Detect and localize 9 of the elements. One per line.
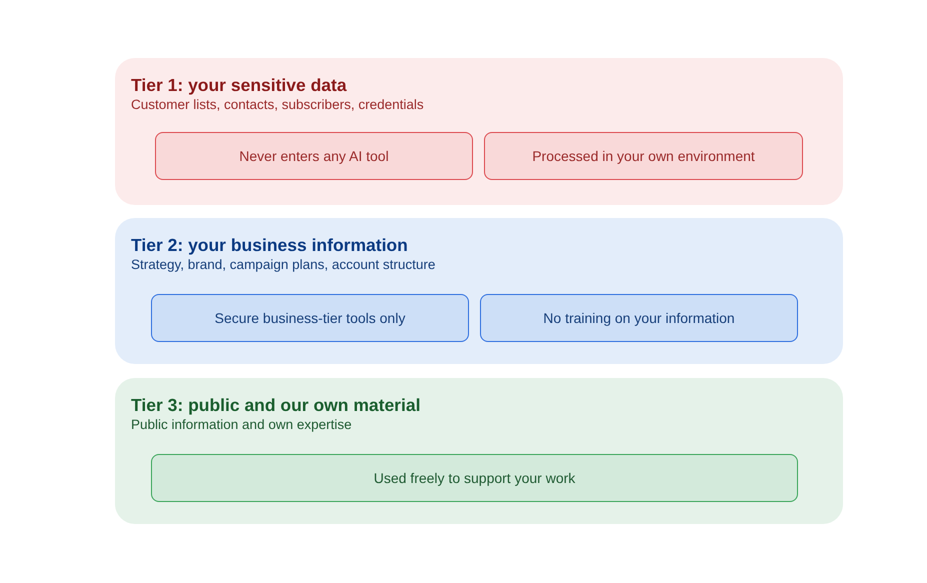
- tier-panel: [115, 58, 843, 205]
- tier-description: Customer lists, contacts, subscribers, credentials: [131, 97, 424, 112]
- tier-panel: [115, 378, 843, 524]
- tier-heading: Tier 2: your business information: [131, 235, 408, 256]
- tier-description: Strategy, brand, campaign plans, account structure: [131, 257, 436, 272]
- tier-panel: [115, 218, 843, 364]
- tier-heading: Tier 3: public and our own material: [131, 395, 420, 416]
- tier-heading: Tier 1: your sensitive data: [131, 75, 347, 96]
- tier-description: Public information and own expertise: [131, 417, 352, 432]
